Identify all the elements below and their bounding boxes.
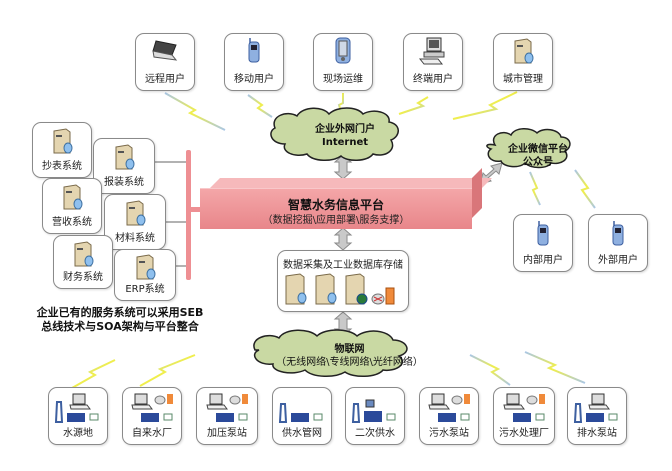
site-box-water-source[interactable]: 水源地	[48, 387, 108, 445]
water-platform[interactable]: 智慧水务信息平台 （数据挖掘\应用部署\服务支撑）	[200, 188, 472, 229]
pipe-network-icon	[278, 403, 323, 423]
system-label: 报装系统	[104, 177, 144, 188]
server-icon	[53, 128, 73, 154]
platform-top-face	[210, 178, 492, 188]
wechat-cloud-shape	[486, 128, 571, 169]
system-box-finance[interactable]: 财务系统	[53, 235, 113, 289]
plant-control-icon	[131, 393, 173, 422]
system-box-revenue[interactable]: 营收系统	[42, 178, 102, 234]
water-source-icon	[54, 393, 99, 423]
site-label: 水源地	[63, 428, 93, 439]
iot-cloud-shape	[253, 329, 408, 377]
user-box-city-mgmt[interactable]: 城市管理	[493, 33, 553, 91]
user-box-field-ops[interactable]: 现场运维	[313, 33, 373, 91]
user-label: 远程用户	[145, 74, 185, 85]
plant-control-icon	[503, 393, 545, 422]
user-box-mobile[interactable]: 移动用户	[224, 33, 284, 91]
laptop-icon	[152, 40, 178, 61]
secondary-supply-icon	[351, 399, 396, 423]
service-bus	[186, 150, 191, 280]
system-label: 抄表系统	[42, 161, 82, 172]
wechat-cloud: 企业微信平台 公众号	[498, 143, 578, 169]
system-label: 营收系统	[52, 217, 92, 228]
site-label: 加压泵站	[207, 428, 247, 439]
pda-icon	[335, 37, 351, 64]
server-icon	[514, 38, 534, 64]
user-label: 城市管理	[503, 74, 543, 85]
user-box-external[interactable]: 外部用户	[588, 214, 648, 272]
internet-cloud: 企业外网门户 Internet	[285, 123, 405, 149]
mobile-phone-icon	[537, 221, 549, 246]
user-box-internal[interactable]: 内部用户	[513, 214, 573, 272]
site-label: 自来水厂	[132, 428, 172, 439]
site-label: 供水管网	[282, 428, 322, 439]
server-icon	[126, 200, 146, 226]
integration-caption: 企业已有的服务系统可以采用SEB 总线技术与SOA架构与平台整合	[20, 306, 220, 334]
server-icon	[63, 184, 83, 210]
data-storage-box[interactable]: 数据采集及工业数据库存储	[277, 250, 409, 312]
user-label: 内部用户	[523, 255, 563, 266]
internet-cloud-shape	[270, 107, 399, 161]
system-box-erp[interactable]: ERP系统	[114, 249, 176, 301]
server-icon	[115, 144, 135, 170]
user-label: 外部用户	[598, 255, 638, 266]
site-box-sewage-pump[interactable]: 污水泵站	[419, 387, 479, 445]
caption-line-1: 企业已有的服务系统可以采用SEB	[36, 306, 204, 319]
site-box-booster-pump[interactable]: 加压泵站	[196, 387, 258, 445]
desktop-computer-icon	[418, 37, 445, 65]
system-label: 材料系统	[115, 233, 155, 244]
iot-cloud-subtitle: （无线网络\专线网络\光纤网络）	[276, 357, 423, 368]
user-box-remote[interactable]: 远程用户	[135, 33, 195, 91]
server-icon	[136, 254, 156, 280]
user-label: 现场运维	[323, 74, 363, 85]
site-label: 污水处理厂	[499, 428, 549, 439]
server-icon	[74, 241, 94, 267]
site-box-supply-network[interactable]: 供水管网	[272, 387, 332, 445]
site-label: 污水泵站	[429, 428, 469, 439]
internet-cloud-subtitle: Internet	[321, 137, 368, 148]
platform-subtitle: （数据挖掘\应用部署\服务支撑）	[262, 215, 410, 226]
plant-control-icon	[206, 393, 248, 422]
storage-servers-icon	[285, 273, 395, 305]
user-label: 终端用户	[413, 74, 453, 85]
site-box-secondary-supply[interactable]: 二次供水	[345, 387, 405, 445]
site-label: 二次供水	[355, 428, 395, 439]
iot-cloud-title: 物联网	[334, 344, 365, 355]
user-box-terminal[interactable]: 终端用户	[403, 33, 463, 91]
caption-line-2: 总线技术与SOA架构与平台整合	[41, 320, 199, 333]
wechat-cloud-subtitle: 公众号	[523, 157, 553, 168]
system-label: 财务系统	[63, 272, 103, 283]
mobile-phone-icon	[612, 221, 624, 246]
internet-cloud-title: 企业外网门户	[315, 124, 375, 135]
system-box-materials[interactable]: 材料系统	[104, 194, 166, 250]
site-label: 排水泵站	[577, 428, 617, 439]
site-box-sewage-plant[interactable]: 污水处理厂	[493, 387, 555, 445]
system-box-installation[interactable]: 报装系统	[93, 138, 155, 194]
system-label: ERP系统	[125, 284, 165, 295]
data-storage-title: 数据采集及工业数据库存储	[283, 260, 403, 271]
platform-title: 智慧水务信息平台	[287, 198, 384, 212]
site-box-waterworks[interactable]: 自来水厂	[122, 387, 182, 445]
drainage-pump-icon	[573, 393, 618, 423]
iot-cloud: 物联网 （无线网络\专线网络\光纤网络）	[262, 343, 437, 369]
site-box-drainage-pump[interactable]: 排水泵站	[567, 387, 627, 445]
system-box-meter-reading[interactable]: 抄表系统	[32, 122, 92, 178]
user-label: 移动用户	[234, 74, 274, 85]
plant-control-icon	[428, 393, 470, 422]
wechat-cloud-title: 企业微信平台	[508, 144, 568, 155]
mobile-phone-icon	[248, 38, 260, 63]
wireless-links-top	[71, 91, 596, 389]
